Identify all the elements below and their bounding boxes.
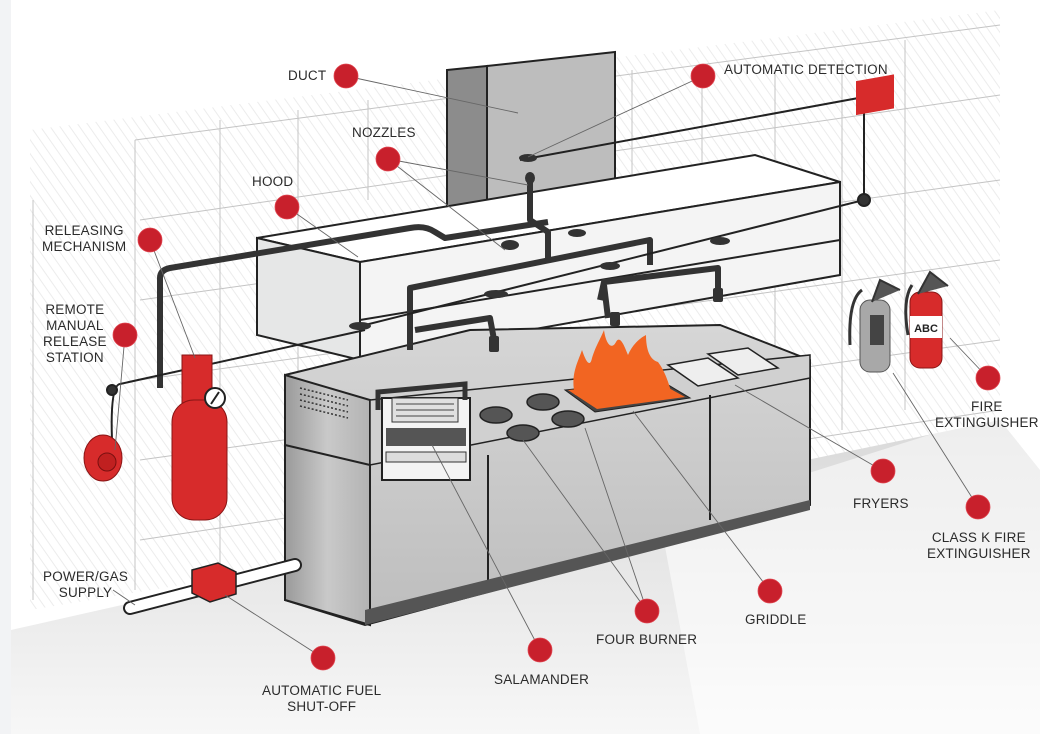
callout-dot-four-burner[interactable] [634, 598, 660, 624]
callout-dot-fryers[interactable] [870, 458, 896, 484]
nozzle-icons [349, 154, 730, 352]
duct [446, 50, 616, 226]
label-nozzles: NOZZLES [352, 125, 416, 140]
abc-extinguisher: ABC [904, 270, 949, 369]
suppression-piping [157, 180, 721, 388]
callout-dots [112, 63, 1001, 671]
releasing-mechanism-cylinder [171, 354, 228, 521]
callout-dot-class-k[interactable] [965, 494, 991, 520]
label-power-gas-supply: POWER/GAS SUPPLY [43, 569, 129, 600]
callout-dot-nozzles[interactable] [375, 146, 401, 172]
class-k-extinguisher [848, 278, 901, 373]
hood [256, 153, 841, 362]
callout-dot-fuel-shutoff[interactable] [310, 645, 336, 671]
griddle [563, 330, 692, 413]
salamander [375, 381, 471, 481]
label-automatic-detection: AUTOMATIC DETECTION [724, 62, 888, 77]
callout-dot-automatic-detection[interactable] [690, 63, 716, 89]
label-duct: DUCT [288, 68, 327, 83]
gas-supply-line [123, 558, 302, 615]
remote-pull-station-icon [83, 434, 123, 482]
callout-dot-fire-extinguisher[interactable] [975, 365, 1001, 391]
callout-dot-duct[interactable] [333, 63, 359, 89]
callout-dot-remote-manual-release[interactable] [112, 322, 138, 348]
label-remote-manual-release-station: REMOTE MANUAL RELEASE STATION [43, 302, 107, 365]
extinguisher-tag: ABC [914, 323, 938, 335]
label-salamander: SALAMANDER [494, 672, 590, 687]
page-margin [0, 0, 11, 734]
flame-icon [573, 330, 672, 395]
callout-dot-releasing-mechanism[interactable] [137, 227, 163, 253]
exit-sign [856, 74, 894, 116]
label-griddle: GRIDDLE [745, 612, 807, 627]
label-hood: HOOD [252, 174, 294, 189]
fryers [666, 347, 780, 387]
four-burner [479, 393, 585, 442]
label-fire-extinguisher: FIRE EXTINGUISHER [935, 399, 1039, 430]
callout-dot-salamander[interactable] [527, 637, 553, 663]
leader-lines [112, 75, 989, 659]
callout-dot-hood[interactable] [274, 194, 300, 220]
label-automatic-fuel-shutoff: AUTOMATIC FUEL SHUT-OFF [262, 683, 382, 714]
label-releasing-mechanism: RELEASING MECHANISM [42, 223, 127, 254]
callout-dot-griddle[interactable] [757, 578, 783, 604]
fuel-shutoff-valve [191, 562, 237, 603]
label-fryers: FRYERS [853, 496, 909, 511]
label-four-burner: FOUR BURNER [596, 632, 698, 647]
label-class-k-fire-extinguisher: CLASS K FIRE EXTINGUISHER [927, 530, 1031, 561]
